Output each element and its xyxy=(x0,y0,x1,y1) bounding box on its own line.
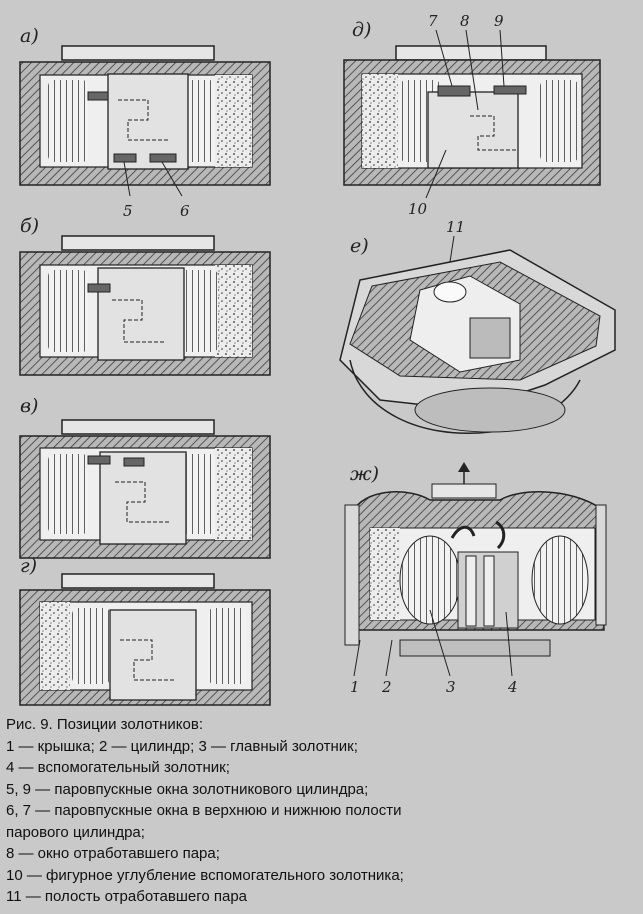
caption-title: Рис. 9. Позиции золотников: xyxy=(6,716,204,733)
panel-g: г) xyxy=(19,555,271,706)
panel-label-g: г) xyxy=(20,555,37,577)
callout-1: 1 xyxy=(350,678,360,696)
callout-7: 7 xyxy=(428,12,438,30)
panel-a: а) 5 6 xyxy=(19,25,271,220)
panel-label-e: е) xyxy=(350,235,369,257)
caption-item: 5, 9 — паровпускные окна золотникового ц… xyxy=(6,780,369,798)
callout-4: 4 xyxy=(507,678,518,696)
panel-e: е) 11 xyxy=(339,218,616,434)
panel-label-v: в) xyxy=(20,395,38,417)
callout-11: 11 xyxy=(446,218,465,236)
panel-zh: ж) 1 2 3 4 xyxy=(344,462,607,696)
figure-caption: Рис. 9. Позиции золотников: 1 — крышка; … xyxy=(6,714,636,908)
callout-2: 2 xyxy=(381,678,392,696)
panel-label-zh: ж) xyxy=(350,463,379,485)
caption-item: 4 — вспомогательный золотник; xyxy=(6,759,230,776)
panel-b: б) xyxy=(19,215,271,376)
caption-item: 11 — полость отработавшего пара xyxy=(6,888,248,905)
panel-label-a: а) xyxy=(20,25,39,47)
callout-6: 6 xyxy=(180,202,190,220)
caption-item: 8 — окно отработавшего пара; xyxy=(6,845,220,862)
caption-item: 6, 7 — паровпускные окна в верхнюю и ниж… xyxy=(6,802,402,819)
figure-drawing: а) 5 6 б) в) xyxy=(19,12,616,706)
panel-v: в) xyxy=(19,395,271,559)
panel-label-d: д) xyxy=(352,19,371,41)
panel-d: д) 7 8 9 10 xyxy=(343,12,601,218)
callout-5: 5 xyxy=(123,202,133,220)
callout-3: 3 xyxy=(446,678,456,696)
caption-item: парового цилиндра; xyxy=(6,823,145,841)
panel-label-b: б) xyxy=(20,215,39,237)
callout-9: 9 xyxy=(494,12,504,30)
caption-item: 1 — крышка; 2 — цилиндр; 3 — главный зол… xyxy=(6,737,358,755)
callout-8: 8 xyxy=(460,12,470,30)
callout-10: 10 xyxy=(408,200,428,218)
caption-item: 10 — фигурное углубление вспомогательног… xyxy=(6,866,404,884)
